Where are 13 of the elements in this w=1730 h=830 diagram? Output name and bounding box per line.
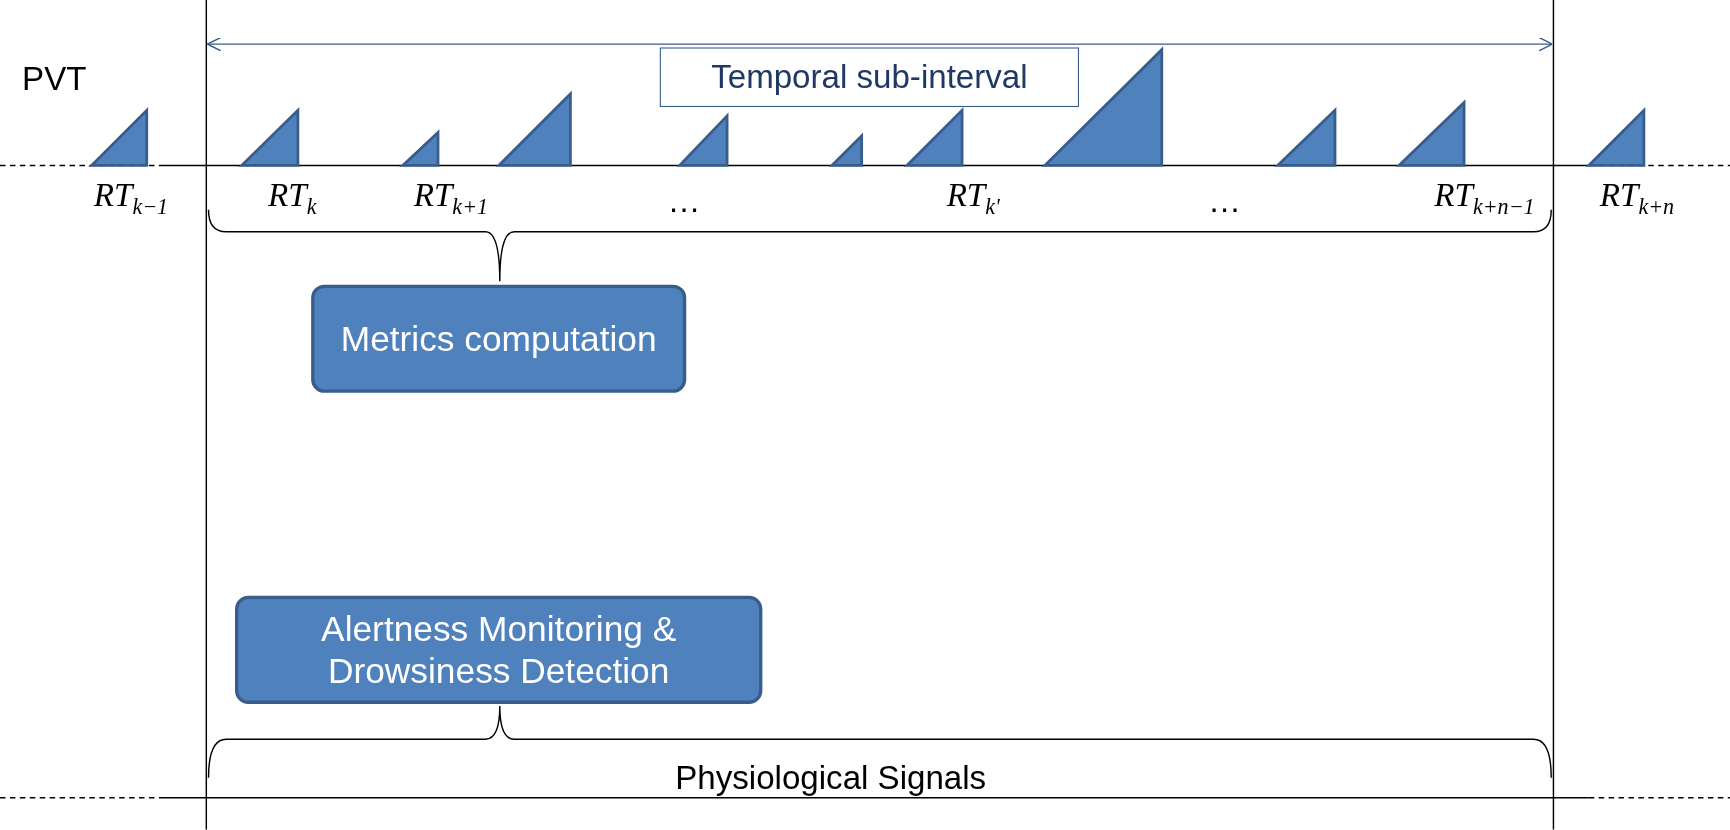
axis-label: PVT [22,60,87,99]
signal-label: Physiological Signals [675,759,987,797]
time-label: RT$_{k+n−1}$ [1434,176,1535,220]
time-label: RT$_{k−1}$ [93,176,169,220]
time-label: RT$_{k+n}$ [1599,176,1675,220]
time-label: RT$_{k}$ [268,176,317,220]
ellipsis: … [667,182,701,220]
ellipsis: … [1208,182,1242,220]
process-box: Alertness Monitoring & Drowsiness Detection [235,595,763,704]
interval-label-box: Temporal sub-interval [659,47,1080,107]
process-box: Metrics computation [311,284,687,393]
time-label: RT$_{k+1}$ [413,176,489,220]
time-label: RT$_{k'}$ [946,176,1000,220]
